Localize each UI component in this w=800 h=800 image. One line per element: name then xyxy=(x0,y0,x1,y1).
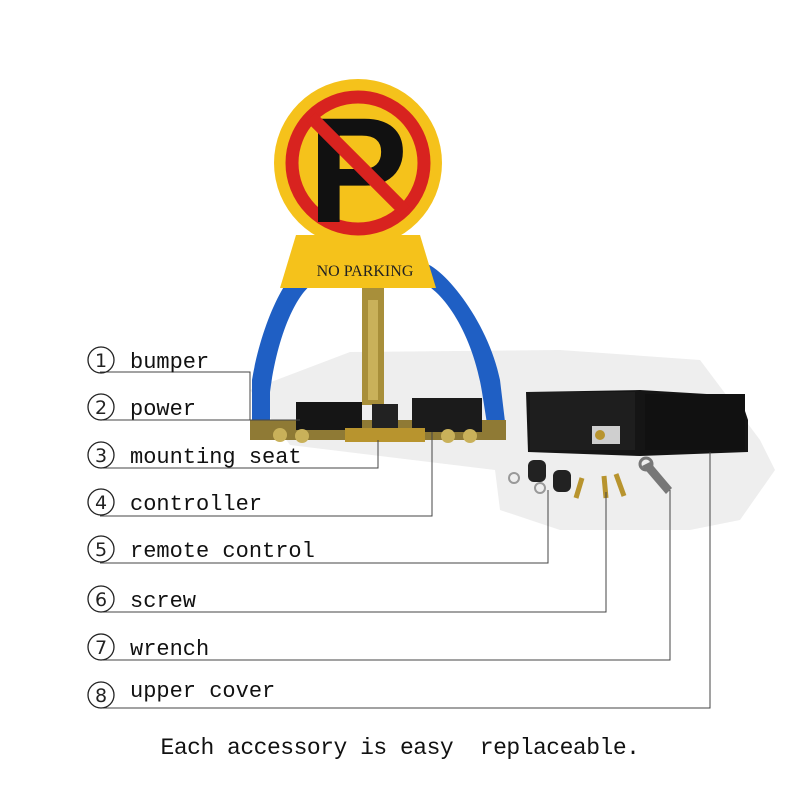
callout-item: 2 power xyxy=(88,394,196,422)
callout-number: 7 xyxy=(95,637,107,659)
callout-number: 4 xyxy=(95,492,107,514)
sign-text: NO PARKING xyxy=(317,263,414,280)
callout-label: mounting seat xyxy=(130,445,302,470)
callout-item: 1 bumper xyxy=(88,347,209,375)
callout-item: 7 wrench xyxy=(88,634,209,662)
callout-number: 5 xyxy=(95,539,107,561)
callout-label: wrench xyxy=(130,637,209,662)
callout-label: bumper xyxy=(130,350,209,375)
key-icon xyxy=(595,430,605,440)
callout-label: screw xyxy=(130,589,196,614)
callout-number: 6 xyxy=(95,589,107,611)
callout-number: 8 xyxy=(95,685,107,707)
callout-label: remote control xyxy=(130,539,315,564)
no-parking-sign: P NO PARKING xyxy=(274,79,442,288)
footer-caption: Each accessory is easy replaceable. xyxy=(0,735,800,761)
upper-cover xyxy=(526,390,748,456)
callout-item: 5 remote control xyxy=(88,536,315,564)
callout-item: 8 upper cover xyxy=(88,679,275,708)
callout-item: 3 mounting seat xyxy=(88,442,302,470)
callout-number: 2 xyxy=(95,397,107,419)
callout-number: 1 xyxy=(95,350,107,372)
callout-label: upper cover xyxy=(130,679,275,704)
callout-label: controller xyxy=(130,492,262,517)
callout-number: 3 xyxy=(95,445,107,467)
callout-item: 6 screw xyxy=(88,586,196,614)
callout-item: 4 controller xyxy=(88,489,262,517)
callout-label: power xyxy=(130,397,196,422)
